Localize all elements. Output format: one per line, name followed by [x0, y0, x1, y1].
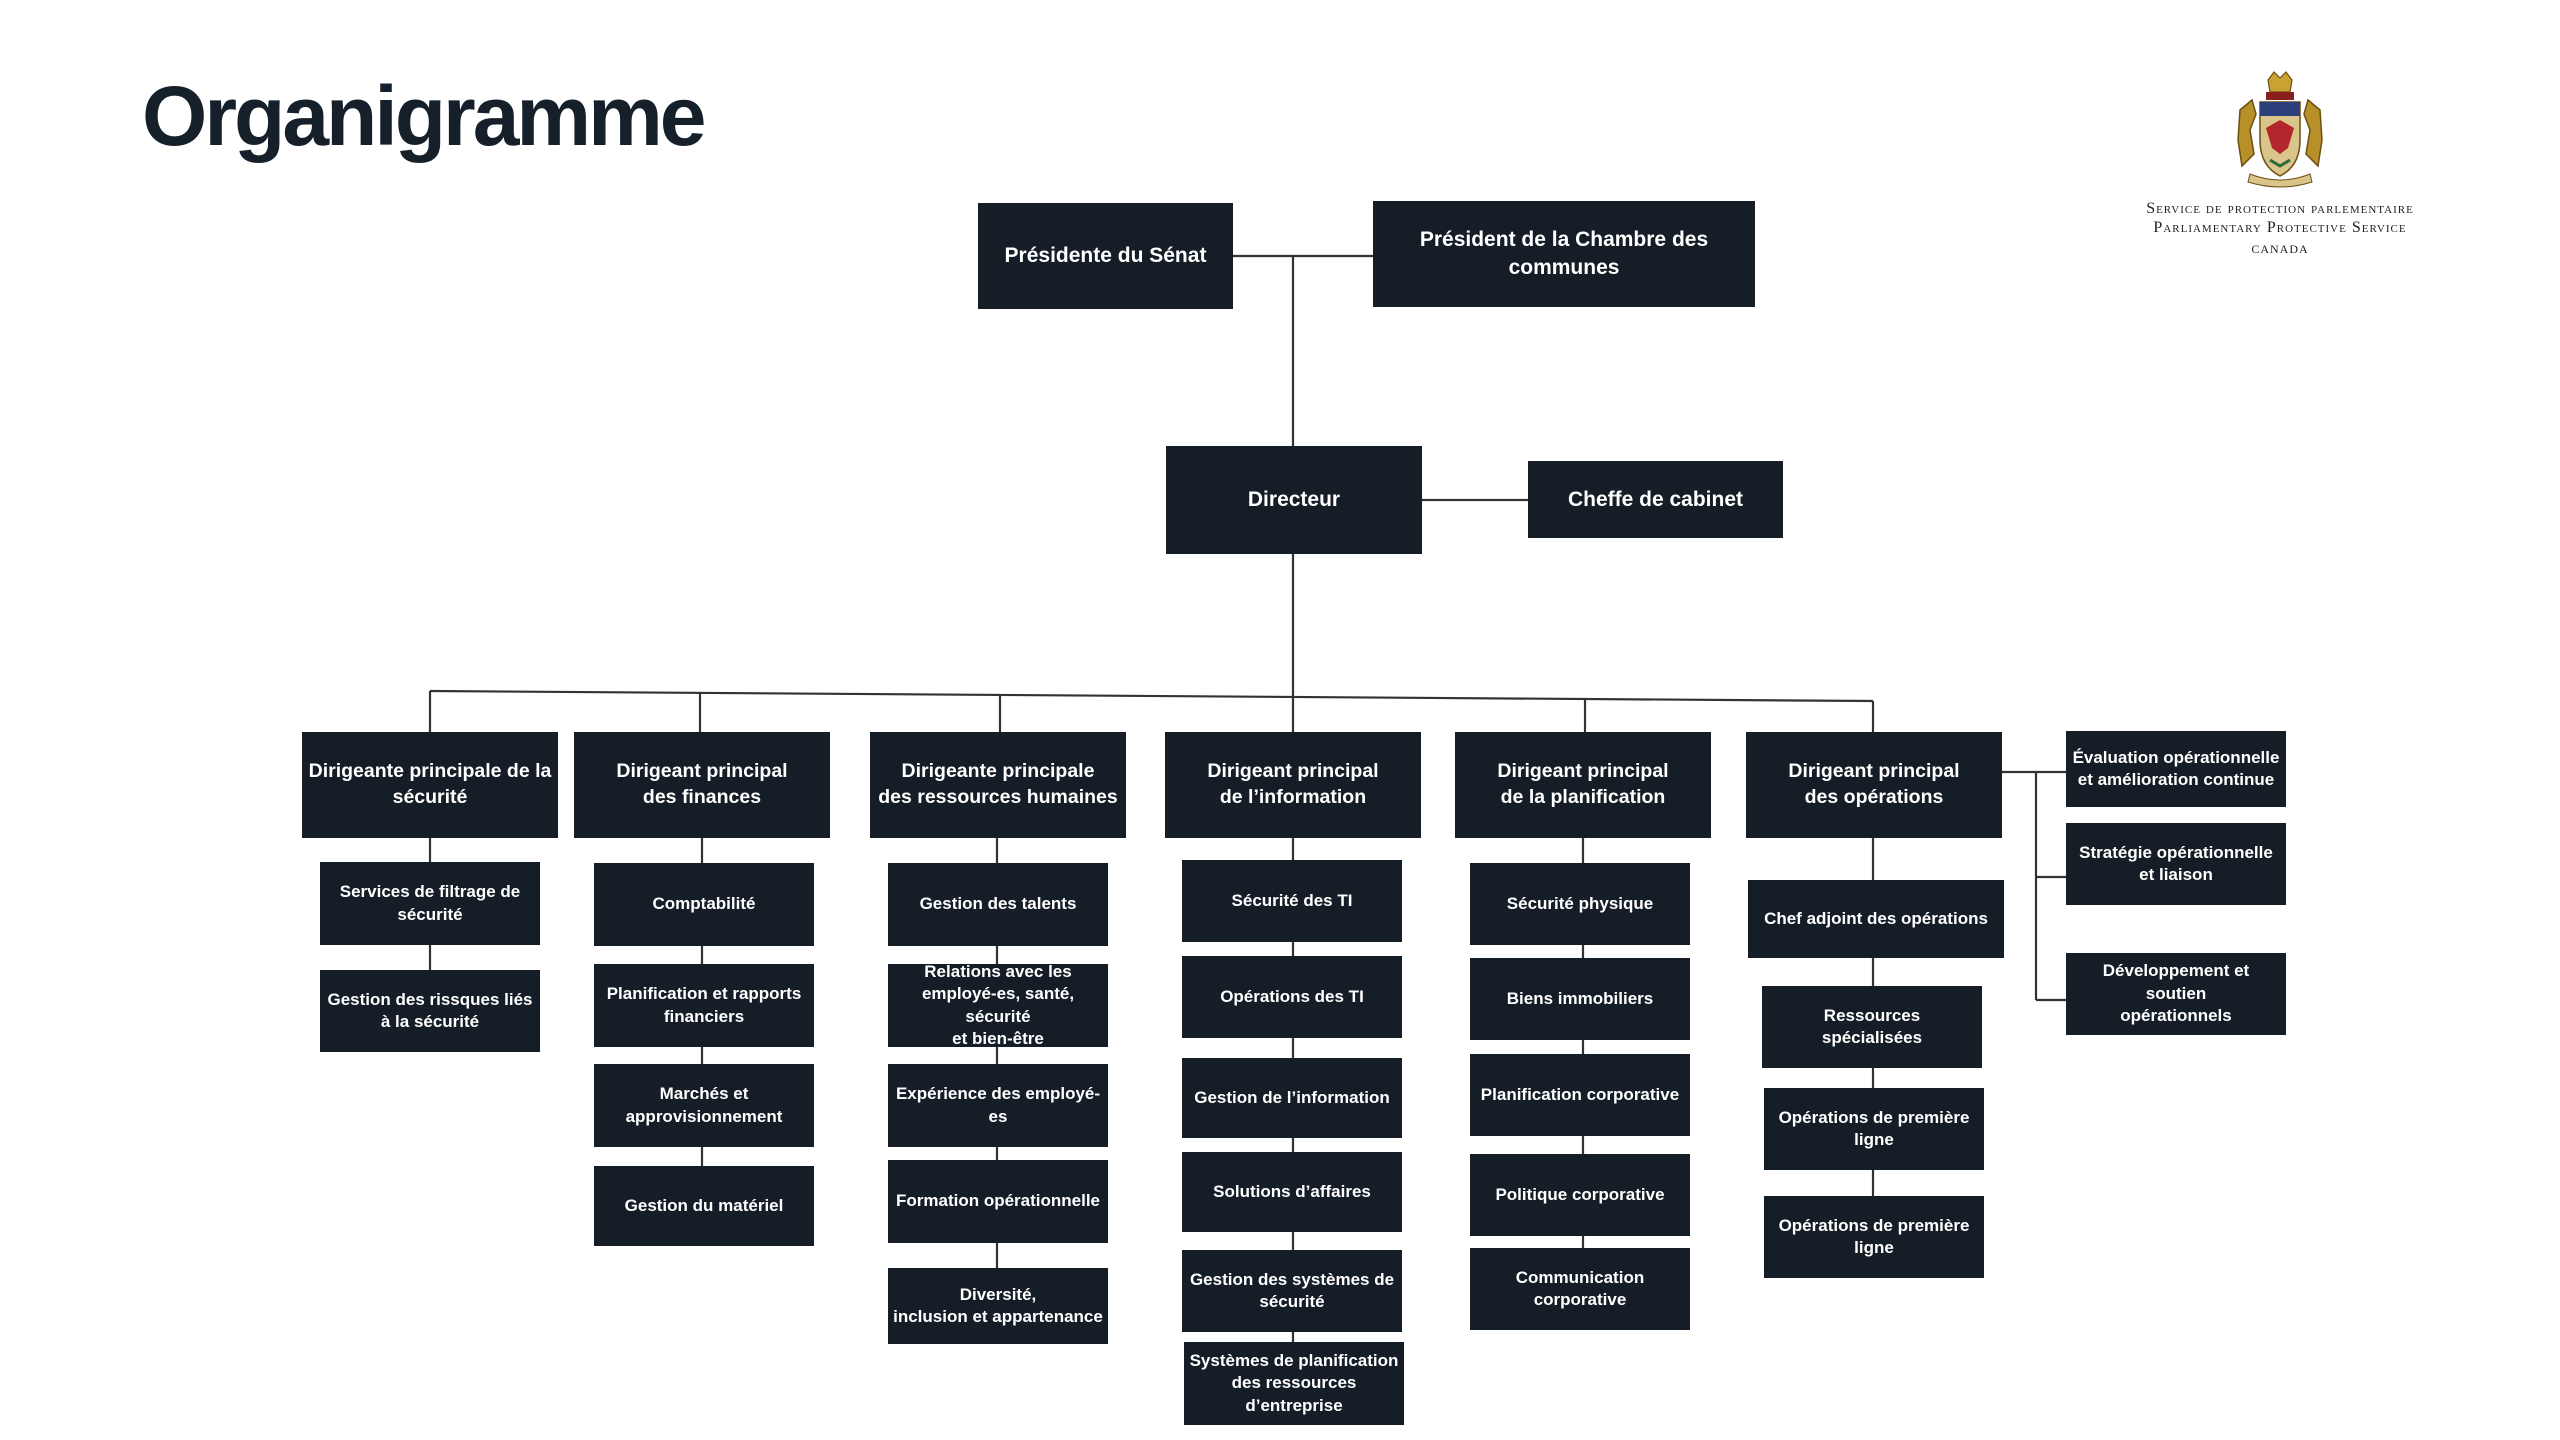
unit-corporate-policy-box: Politique corporative: [1470, 1154, 1690, 1236]
unit-deputy-chief-operations-box: Chef adjoint des opérations: [1748, 880, 2004, 958]
senate-speaker-box: Présidente du Sénat: [978, 203, 1233, 309]
coat-of-arms-icon: [2237, 71, 2323, 188]
unit-security-risk-box: Gestion des rissques liés à la sécurité: [320, 970, 540, 1052]
pps-logo: Service de protection parlementaire Parl…: [2080, 70, 2480, 270]
unit-procurement-box: Marchés et approvisionnement: [594, 1064, 814, 1147]
unit-frontline-operations-1-box: Opérations de première ligne: [1764, 1088, 1984, 1170]
unit-employee-experience-box: Expérience des employé-es: [888, 1064, 1108, 1147]
unit-frontline-operations-2-box: Opérations de première ligne: [1764, 1196, 1984, 1278]
unit-it-security-box: Sécurité des TI: [1182, 860, 1402, 942]
unit-business-solutions-box: Solutions d’affaires: [1182, 1152, 1402, 1232]
head-planning-box: Dirigeant principal de la planification: [1455, 732, 1711, 838]
logo-text-fr: Service de protection parlementaire: [2146, 200, 2414, 217]
director-box: Directeur: [1166, 446, 1422, 554]
head-operations-box: Dirigeant principal des opérations: [1746, 732, 2002, 838]
chief-of-staff-box: Cheffe de cabinet: [1528, 461, 1783, 538]
unit-talent-box: Gestion des talents: [888, 863, 1108, 946]
unit-financial-planning-box: Planification et rapports financiers: [594, 964, 814, 1047]
head-hr-box: Dirigeante principale des ressources hum…: [870, 732, 1126, 838]
unit-corporate-communication-box: Communication corporative: [1470, 1248, 1690, 1330]
unit-security-systems-box: Gestion des systèmes de sécurité: [1182, 1250, 1402, 1332]
commons-speaker-box: Président de la Chambre des communes: [1373, 201, 1755, 307]
unit-real-property-box: Biens immobiliers: [1470, 958, 1690, 1040]
unit-specialized-resources-box: Ressources spécialisées: [1762, 986, 1982, 1068]
head-finance-box: Dirigeant principal des finances: [574, 732, 830, 838]
unit-security-screening-box: Services de filtrage de sécurité: [320, 862, 540, 945]
unit-accounting-box: Comptabilité: [594, 863, 814, 946]
side-operational-evaluation-box: Évaluation opérationnelle et amélioratio…: [2066, 731, 2286, 807]
unit-materiel-box: Gestion du matériel: [594, 1166, 814, 1246]
unit-it-operations-box: Opérations des TI: [1182, 956, 1402, 1038]
unit-corporate-planning-box: Planification corporative: [1470, 1054, 1690, 1136]
head-security-box: Dirigeante principale de la sécurité: [302, 732, 558, 838]
logo-text-en: Parliamentary Protective Service: [2153, 219, 2407, 236]
unit-diversity-box: Diversité, inclusion et appartenance: [888, 1268, 1108, 1344]
logo-text-country: CANADA: [2251, 242, 2309, 256]
page-title: Organigramme: [142, 69, 707, 163]
side-operational-strategy-box: Stratégie opérationnelle et liaison: [2066, 823, 2286, 905]
unit-operational-training-box: Formation opérationnelle: [888, 1160, 1108, 1243]
unit-erp-systems-box: Systèmes de planification des ressources…: [1184, 1342, 1404, 1425]
side-operational-development-box: Développement et soutien opérationnels: [2066, 953, 2286, 1035]
unit-physical-security-box: Sécurité physique: [1470, 863, 1690, 945]
unit-information-management-box: Gestion de l’information: [1182, 1058, 1402, 1138]
unit-employee-relations-box: Relations avec les employé-es, santé, sé…: [888, 962, 1108, 1048]
head-information-box: Dirigeant principal de l’information: [1165, 732, 1421, 838]
